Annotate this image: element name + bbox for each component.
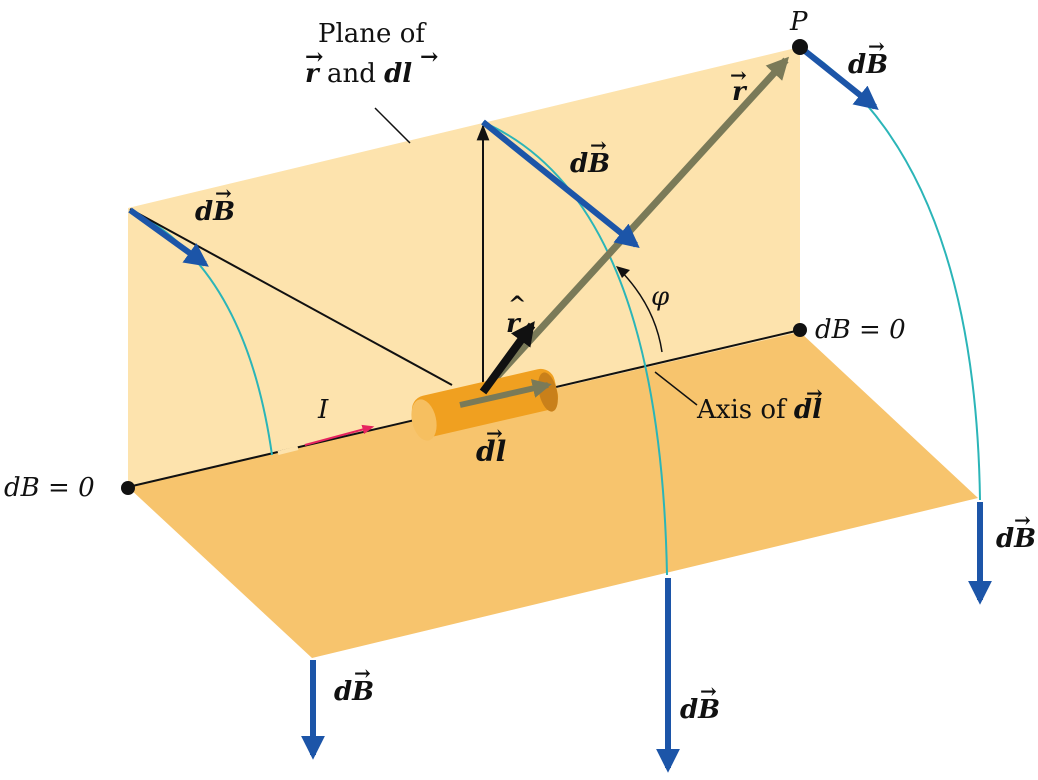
current-arrow (304, 424, 375, 446)
point-zero-left (121, 481, 135, 495)
point-p (792, 39, 808, 55)
phi-label: φ (651, 282, 670, 312)
r-hat-label: r (506, 309, 522, 339)
db-label-top-left: dB → (195, 181, 235, 227)
r-vector-label: r (732, 77, 748, 107)
svg-text:dB: dB (680, 695, 720, 725)
point-p-label: P (789, 7, 808, 37)
vertical-plane (128, 47, 800, 487)
plane-label-line1: Plane of (318, 19, 427, 49)
axis-label-dl: dl (794, 395, 822, 425)
dl-label: dl (476, 435, 506, 468)
svg-text:dB: dB (334, 677, 374, 707)
dl-arrow (459, 379, 552, 408)
r-vector-label-arrow: → (730, 63, 747, 87)
wire-gap (277, 446, 299, 455)
plane-label-r: r (305, 59, 321, 89)
svg-text:dB: dB (195, 197, 235, 227)
dl-label-arrow: → (486, 421, 503, 445)
svg-text:dB: dB (996, 524, 1036, 554)
phi-arc (617, 267, 663, 353)
svg-text:dB: dB (570, 149, 610, 179)
plane-label-dl-vec-arrow: → (420, 44, 438, 70)
phi-arc-head (616, 266, 630, 278)
svg-text:→: → (354, 661, 371, 685)
db-zero-left-label: dB = 0 (4, 473, 95, 503)
svg-text:dB: dB (848, 50, 888, 80)
svg-text:→: → (215, 181, 232, 205)
point-zero-right (793, 323, 807, 337)
plane-label-r-vec-arrow: → (305, 44, 323, 70)
plane-label-dl: dl (384, 59, 412, 89)
r-hat-caret: ^ (508, 292, 526, 318)
axis-label-arrow: → (806, 381, 823, 405)
db-label-bottom-middle: dB → (680, 679, 720, 725)
svg-text:→: → (590, 133, 607, 157)
db-arrow-right-top (798, 44, 879, 110)
svg-text:→: → (868, 34, 885, 58)
db-arrow-left-top (128, 207, 209, 267)
db-label-bottom-right: dB → (996, 508, 1036, 554)
r-hat-arrow (479, 321, 536, 395)
position-line-left (129, 208, 453, 386)
db-arrow-middle-top (481, 119, 640, 249)
horizontal-plane (128, 332, 978, 658)
axis-label: Axis of dl (696, 395, 822, 425)
db-label-top-right: dB → (848, 34, 888, 80)
field-arc-left (129, 209, 273, 456)
db-zero-right-label: dB = 0 (815, 315, 906, 345)
db-label-top-middle: dB → (570, 133, 610, 179)
axis-label-prefix: Axis of (696, 395, 794, 425)
plane-label-leader (374, 107, 411, 144)
db-label-bottom-left: dB → (334, 661, 374, 707)
plane-label-and: and (319, 59, 384, 89)
svg-text:→: → (1014, 508, 1031, 532)
plane-label-line2: r and dl (305, 59, 412, 89)
current-label: I (317, 395, 329, 425)
svg-text:→: → (700, 679, 717, 703)
axis-label-leader (654, 371, 698, 406)
field-arc-middle (482, 121, 668, 576)
